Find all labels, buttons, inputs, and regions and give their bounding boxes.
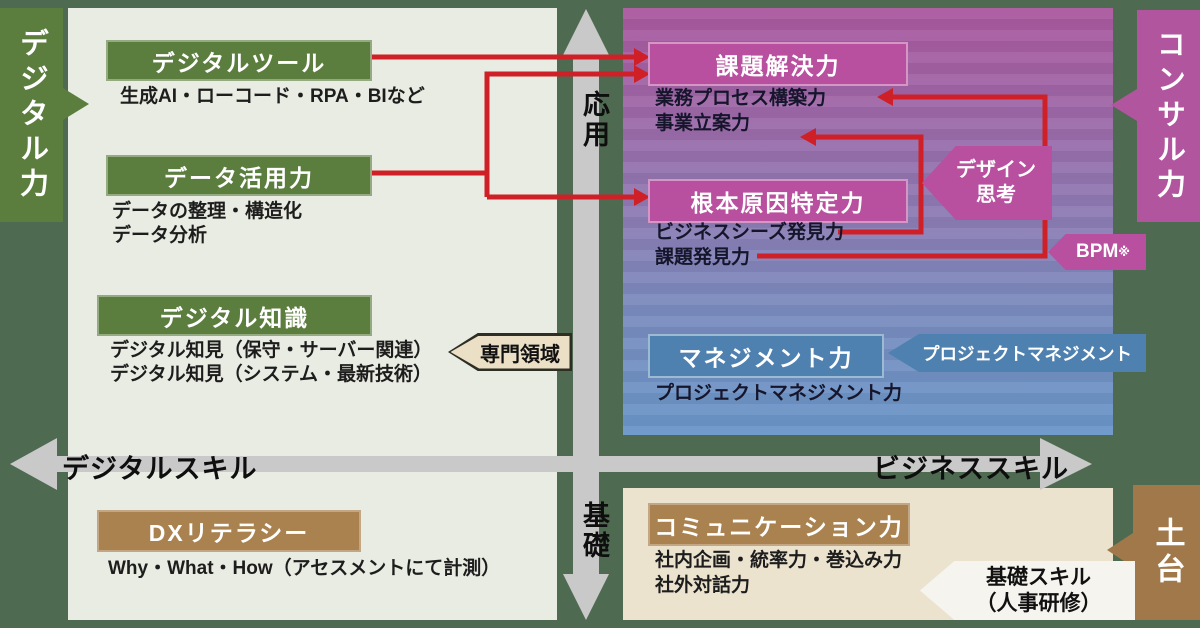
tag-specialty-area: 専門領域 [448, 333, 572, 371]
tag-basic-skill-line2: （人事研修） [975, 591, 1102, 615]
tag-design-thinking-line2: 思考 [976, 184, 1016, 206]
tag-basic-skill: 基礎スキル （人事研修） [920, 561, 1135, 620]
skill-box-digital-knowledge: デジタル知識 [97, 295, 372, 336]
axis-label-applied: 応用 [579, 90, 609, 150]
skill-box-root-cause-label: 根本原因特定力 [690, 190, 866, 216]
tag-bpm-note: ※ [1118, 245, 1130, 259]
skill-box-digital-tools-label: デジタルツール [151, 49, 327, 76]
banner-foundation-label: 土台 [1150, 516, 1184, 589]
communication-detail-2: 社外対話力 [655, 575, 751, 596]
skill-box-digital-tools: デジタルツール [106, 40, 372, 81]
skill-box-communication-label: コミュニケーション力 [654, 513, 904, 540]
skill-box-root-cause: 根本原因特定力 [648, 179, 908, 223]
digital-knowledge-detail-2: デジタル知見（システム・最新技術） [110, 364, 433, 385]
skill-box-dx-literacy: DXリテラシー [97, 510, 361, 552]
vertical-axis-up-arrowhead [563, 9, 609, 55]
skill-box-communication: コミュニケーション力 [648, 503, 910, 546]
tag-specialty-area-inner: 専門領域 [450, 335, 570, 369]
root-cause-detail-1: ビジネスシーズ発見力 [655, 222, 845, 243]
digital-knowledge-detail-1: デジタル知見（保守・サーバー関連） [110, 340, 433, 361]
tag-project-management: プロジェクトマネジメント [888, 334, 1146, 372]
axis-label-basic: 基礎 [579, 501, 609, 561]
skill-box-dx-literacy-label: DXリテラシー [148, 520, 310, 546]
tag-bpm: BPM ※ [1048, 234, 1146, 270]
management-detail-1: プロジェクトマネジメント力 [655, 383, 903, 404]
root-cause-detail-2: 課題発見力 [655, 247, 751, 268]
banner-digital-power-label: デジタル力 [15, 27, 48, 203]
banner-consulting-power-pointer [1111, 89, 1137, 121]
data-utilization-detail-2: データ分析 [112, 225, 208, 246]
banner-consulting-power-label: コンサル力 [1152, 28, 1185, 204]
tag-basic-skill-line1: 基礎スキル [986, 565, 1091, 589]
dx-literacy-detail: Why・What・How（アセスメントにて計測） [108, 558, 501, 579]
skill-box-data-utilization: データ活用力 [106, 155, 372, 196]
communication-detail-1: 社内企画・統率力・巻込み力 [655, 550, 903, 571]
tag-project-management-label: プロジェクトマネジメント [922, 343, 1132, 364]
skill-box-management: マネジメント力 [648, 334, 884, 378]
skill-box-digital-knowledge-label: デジタル知識 [159, 304, 310, 331]
skill-box-problem-solving-label: 課題解決力 [715, 53, 841, 79]
tag-basic-skill-label: 基礎スキル （人事研修） [976, 565, 1102, 617]
tag-design-thinking-line1: デザイン [956, 159, 1036, 181]
problem-solving-detail-2: 事業立案力 [655, 113, 751, 134]
axis-label-digital-skill: デジタルスキル [62, 454, 258, 484]
axis-label-business-skill: ビジネススキル [873, 454, 1069, 484]
banner-digital-power-pointer [63, 88, 89, 120]
vertical-axis-down-arrowhead [563, 574, 609, 620]
digital-tools-detail: 生成AI・ローコード・RPA・BIなど [120, 86, 425, 107]
tag-specialty-area-label: 専門領域 [480, 343, 560, 366]
skill-box-management-label: マネジメント力 [678, 345, 854, 371]
skill-box-data-utilization-label: データ活用力 [164, 164, 314, 191]
data-utilization-detail-1: データの整理・構造化 [112, 201, 303, 222]
banner-foundation: 土台 [1133, 485, 1200, 620]
banner-digital-power: デジタル力 [0, 8, 63, 222]
skill-box-problem-solving: 課題解決力 [648, 42, 908, 86]
horizontal-axis-left-arrowhead [10, 438, 57, 490]
banner-consulting-power: コンサル力 [1137, 10, 1200, 222]
problem-solving-detail-1: 業務プロセス構築力 [655, 88, 827, 109]
tag-design-thinking-label: デザイン 思考 [956, 158, 1036, 208]
tag-bpm-label: BPM [1076, 241, 1119, 262]
